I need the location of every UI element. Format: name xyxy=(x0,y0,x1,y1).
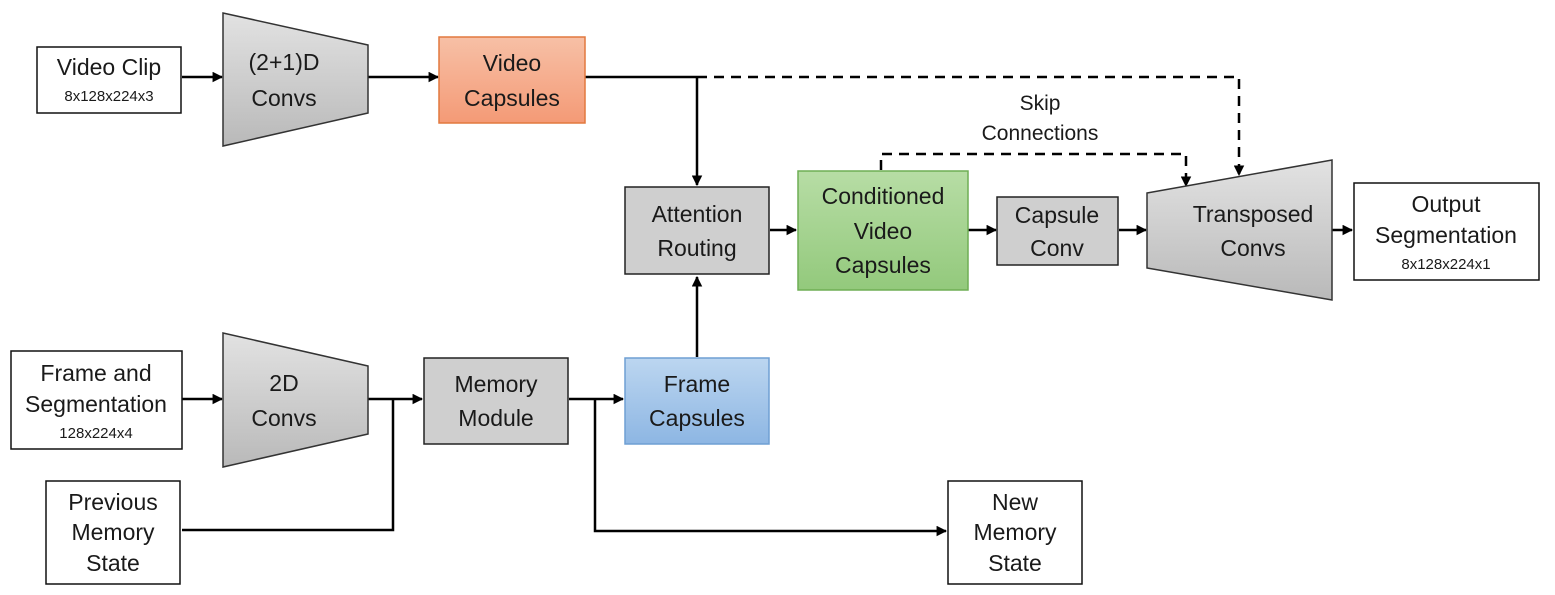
conv-2d-line2: Convs xyxy=(251,405,316,431)
new-memory-line2: Memory xyxy=(973,519,1057,545)
capsule-conv-line2: Conv xyxy=(1030,235,1084,261)
frame-seg-line1: Frame and xyxy=(40,360,151,386)
output-line2: Segmentation xyxy=(1375,222,1517,248)
conv-2d-block: 2D Convs xyxy=(222,332,369,468)
connectors xyxy=(182,71,1354,537)
conditioned-line3: Capsules xyxy=(835,252,931,278)
transposed-convs-block: Transposed Convs xyxy=(1146,159,1333,301)
conditioned-line1: Conditioned xyxy=(822,183,945,209)
capsule-conv-line1: Capsule xyxy=(1015,202,1099,228)
frame-capsules-box: Frame Capsules xyxy=(624,357,770,445)
new-memory-line1: New xyxy=(992,489,1038,515)
new-memory-line3: State xyxy=(988,550,1042,576)
conv-2plus1d-block: (2+1)D Convs xyxy=(222,12,369,147)
skip-connections-line1: Skip xyxy=(1020,92,1061,115)
skip-connection-videocaps xyxy=(697,75,1245,177)
frame-and-segmentation-box: Frame and Segmentation 128x224x4 xyxy=(10,350,183,450)
line-prevmemory-to-memory xyxy=(182,399,395,532)
attention-routing-box: Attention Routing xyxy=(624,186,770,275)
video-clip-box: Video Clip 8x128x224x3 xyxy=(36,46,182,114)
output-segmentation-box: Output Segmentation 8x128x224x1 xyxy=(1353,182,1540,281)
output-dims: 8x128x224x1 xyxy=(1401,256,1490,273)
video-clip-title: Video Clip xyxy=(57,54,161,80)
memory-module-line2: Module xyxy=(458,405,533,431)
prev-memory-line3: State xyxy=(86,550,140,576)
video-capsules-line1: Video xyxy=(483,50,541,76)
video-capsules-line2: Capsules xyxy=(464,85,560,111)
conditioned-video-capsules-box: Conditioned Video Capsules xyxy=(797,170,969,291)
output-line1: Output xyxy=(1411,191,1481,217)
skip-connections-label: Skip Connections xyxy=(982,92,1099,145)
skip-connections-line2: Connections xyxy=(982,122,1099,145)
prev-memory-line1: Previous xyxy=(68,489,157,515)
prev-memory-line2: Memory xyxy=(71,519,155,545)
skip-connection-conditioned xyxy=(879,152,1192,188)
memory-module-box: Memory Module xyxy=(423,357,569,445)
conv-2plus1d-line2: Convs xyxy=(251,85,316,111)
frame-capsules-line2: Capsules xyxy=(649,405,745,431)
attention-routing-line1: Attention xyxy=(652,201,743,227)
previous-memory-state-box: Previous Memory State xyxy=(45,480,181,585)
video-clip-dims: 8x128x224x3 xyxy=(64,88,153,105)
frame-seg-line2: Segmentation xyxy=(25,391,167,417)
capsule-conv-box: Capsule Conv xyxy=(996,196,1119,266)
video-capsules-box: Video Capsules xyxy=(438,36,586,124)
conv-2d-line1: 2D xyxy=(269,370,298,396)
transposed-convs-line2: Convs xyxy=(1220,235,1285,261)
frame-seg-dims: 128x224x4 xyxy=(59,425,132,442)
new-memory-state-box: New Memory State xyxy=(947,480,1083,585)
arrow-memory-to-newmemory xyxy=(593,399,948,537)
frame-capsules-line1: Frame xyxy=(664,371,730,397)
attention-routing-line2: Routing xyxy=(657,235,736,261)
conv-2plus1d-line1: (2+1)D xyxy=(249,49,320,75)
conditioned-line2: Video xyxy=(854,218,912,244)
transposed-convs-line1: Transposed xyxy=(1193,201,1314,227)
memory-module-line1: Memory xyxy=(454,371,538,397)
